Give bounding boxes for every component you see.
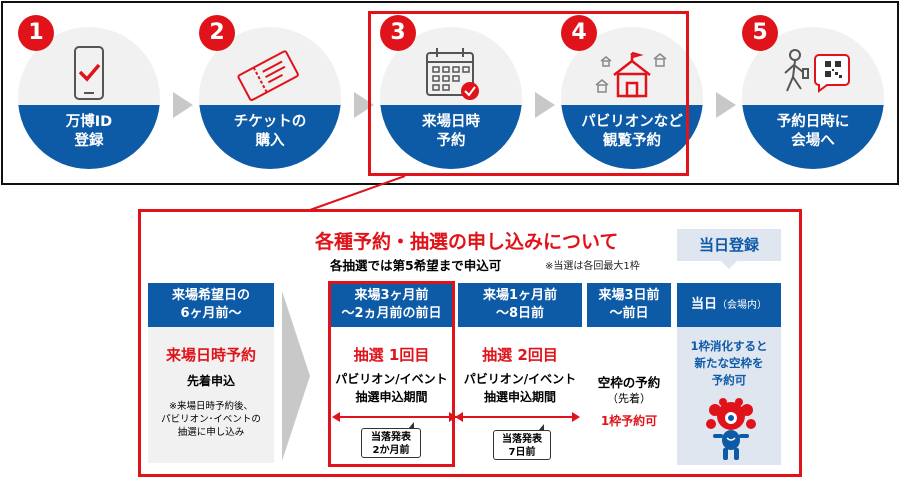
col1-sub: パビリオン/イベント 抽選申込期間 bbox=[335, 372, 448, 404]
arrow-left-icon bbox=[332, 412, 340, 422]
step-2: 2 チケットの 購入 bbox=[199, 15, 341, 173]
pavilion-icon bbox=[595, 51, 667, 98]
step-4: 4 パビリオンなど 観覧予約 bbox=[561, 15, 703, 173]
col2-header: 来場1ヶ月前 〜8日前 bbox=[458, 283, 582, 327]
col3-main: 空枠の予約 bbox=[597, 375, 661, 390]
walker-qr-icon bbox=[784, 49, 850, 93]
step-label: 予約日時に 会場へ bbox=[776, 114, 850, 149]
step-label: パビリオンなど 観覧予約 bbox=[581, 114, 683, 149]
step-3: 3 来場日時 予約 bbox=[380, 15, 522, 173]
calendar-check-icon bbox=[426, 48, 479, 100]
left-note: ※来場日時予約後、 パビリオン･イベントの 抽選に申し込み bbox=[161, 401, 261, 438]
detail-subtitle: 各抽選では第5希望まで申込可 bbox=[330, 258, 502, 273]
col3-header: 来場3日前 〜前日 bbox=[587, 283, 671, 327]
day-text: 1枠消化すると 新たな空枠を 予約可 bbox=[690, 339, 768, 387]
highlight-frame bbox=[368, 11, 689, 176]
col3-sub: 1枠予約可 bbox=[600, 414, 658, 428]
col2-main: 抽選 2回目 bbox=[482, 346, 558, 364]
col1-header: 来場3ヶ月前 〜2ヵ月前の前日 bbox=[331, 283, 452, 327]
day-header: 当日（会場内） bbox=[677, 283, 781, 327]
chevron-right-icon bbox=[282, 291, 310, 461]
left-header: 来場希望日の 6ヶ月前〜 bbox=[148, 283, 274, 327]
arrow-left-icon bbox=[455, 412, 463, 422]
step-flow: 1 万博ID 登録 2 チ bbox=[1, 1, 899, 185]
step-label: 来場日時 予約 bbox=[422, 114, 480, 149]
step-circle: チケットの 購入 bbox=[199, 27, 341, 169]
chevron-right-icon bbox=[535, 92, 555, 118]
step-number: 4 bbox=[561, 15, 597, 51]
day-registration-badge: 当日登録 bbox=[677, 229, 781, 269]
step-circle: パビリオンなど 観覧予約 bbox=[561, 27, 703, 169]
step-circle: 来場日時 予約 bbox=[380, 27, 522, 169]
arrow-right-icon bbox=[449, 412, 457, 422]
detail-note: ※当選は各回最大1枠 bbox=[545, 261, 640, 272]
step-label: 万博ID 登録 bbox=[65, 114, 113, 149]
col2-sub: パビリオン/イベント 抽選申込期間 bbox=[463, 372, 577, 404]
col1-announcement: 当落発表 2か月前 bbox=[361, 422, 421, 458]
step-1: 1 万博ID 登録 bbox=[18, 15, 160, 173]
left-main: 来場日時予約 bbox=[165, 346, 256, 364]
step-number: 2 bbox=[199, 15, 235, 51]
step-label: チケットの 購入 bbox=[233, 114, 307, 149]
step-circle: 予約日時に 会場へ bbox=[742, 27, 884, 169]
left-sub: 先着申込 bbox=[186, 374, 235, 388]
lottery1-frame bbox=[328, 281, 455, 467]
chevron-right-icon bbox=[716, 92, 736, 118]
step-circle: 万博ID 登録 bbox=[18, 27, 160, 169]
step-5: 5 予約日時に 会場へ bbox=[742, 15, 884, 173]
col3-main-note: （先着） bbox=[607, 392, 651, 405]
chevron-right-icon bbox=[173, 92, 193, 118]
step-number: 5 bbox=[742, 15, 778, 51]
col2-announcement: 当落発表 7日前 bbox=[493, 424, 551, 460]
step-number: 3 bbox=[380, 15, 416, 51]
mascot-icon bbox=[706, 398, 756, 460]
arrow-right-icon bbox=[572, 412, 580, 422]
ticket-icon bbox=[237, 50, 299, 102]
col1-main: 抽選 1回目 bbox=[353, 346, 430, 364]
smartphone-check-icon bbox=[74, 46, 104, 100]
step-number: 1 bbox=[18, 15, 54, 51]
detail-title: 各種予約・抽選の申し込みについて bbox=[315, 231, 619, 253]
